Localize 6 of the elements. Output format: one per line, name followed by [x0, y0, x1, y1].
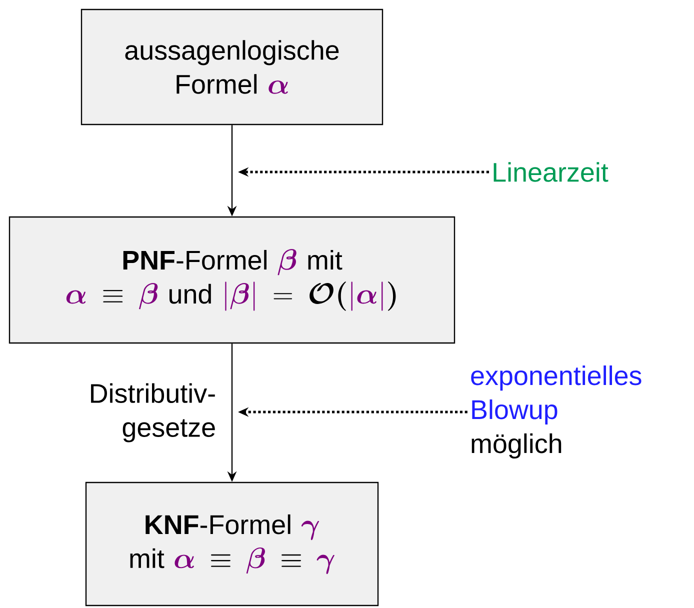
formula-box: KNF-Formel ${\color{violet}\boldsymbol{\gamma}}$ mit ${\color{violet}\boldsymbol{\alpha}} \equiv {\color{violet}\boldsymbol{\beta}} \equiv {\color{violet}\boldsymbol{\gamma}}$ [85, 482, 379, 606]
formula-box: aussagenlogische Formel ${\color{violet}\boldsymbol{\alpha}}$ [80, 8, 384, 126]
edge-label: Distributiv- gesetze [91, 383, 215, 442]
formula-box: PNF-Formel ${\color{violet}\boldsymbol{\beta}}$ mit ${\color{violet}\boldsymbol{\alpha}} \equiv {\color{violet}\boldsymbol{\beta}}$ und ${\color{violet}|\boldsymbol{\beta}|} = \boldsymbol{\mathcal{O}}\boldsymbol{(}{\color{violet}|\boldsymbol{\alpha}|}\boldsymbol{)}$ [8, 216, 456, 344]
note-text: exponentielles Blowup möglich [471, 365, 642, 459]
note-text: Linearzeit [494, 162, 608, 182]
